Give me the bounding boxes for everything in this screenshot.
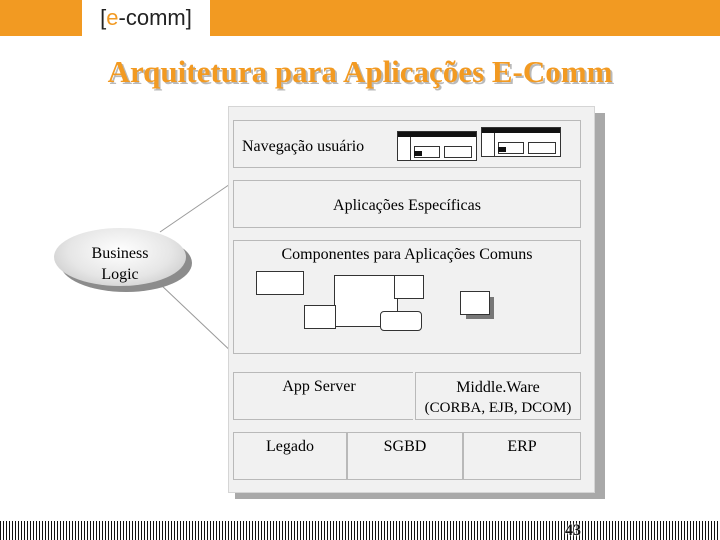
middleware-label: Middle.Ware (456, 379, 540, 396)
middleware-layer: Middle.Ware (CORBA, EJB, DCOM) (415, 372, 581, 420)
component-box (256, 271, 304, 295)
middleware-detail: (CORBA, EJB, DCOM) (424, 400, 572, 416)
logo-bracket-open: [ (100, 5, 107, 30)
logo-text: -comm (118, 5, 186, 30)
footer-barcode-strip (0, 521, 720, 540)
business-logic-line2: Logic (101, 266, 139, 283)
business-logic-line1: Business (91, 245, 149, 262)
logo: [e-comm] (82, 0, 210, 36)
app-server-label: App Server (282, 378, 356, 395)
component-box (460, 291, 490, 315)
logo-e: e (106, 5, 119, 30)
legacy-label: Legado (266, 438, 314, 455)
header-accent-left (0, 0, 82, 36)
page-number: 43 (565, 522, 581, 539)
component-box (380, 311, 422, 331)
navigation-layer: Navegação usuário (233, 120, 581, 168)
window-icon (397, 131, 477, 161)
business-logic-label: Business Logic (54, 243, 186, 285)
app-server-layer: App Server (233, 372, 413, 420)
dbms-layer: SGBD (347, 432, 463, 480)
window-icon (481, 127, 561, 157)
specific-apps-label: Aplicações Específicas (333, 197, 481, 214)
dbms-label: SGBD (383, 438, 427, 455)
erp-layer: ERP (463, 432, 581, 480)
specific-apps-layer: Aplicações Específicas (233, 180, 581, 228)
slide-title: Arquitetura para Aplicações E-Comm (107, 54, 613, 89)
business-logic-ellipse (54, 228, 186, 286)
logo-bracket-close: ] (185, 5, 192, 30)
component-box (304, 305, 336, 329)
header-accent-right (210, 0, 720, 36)
common-components-layer: Componentes para Aplicações Comuns (233, 240, 581, 354)
legacy-layer: Legado (233, 432, 347, 480)
navigation-label: Navegação usuário (242, 138, 365, 155)
common-components-label: Componentes para Aplicações Comuns (281, 246, 533, 263)
architecture-panel: Navegação usuário Aplicações Específicas… (228, 106, 595, 493)
erp-label: ERP (507, 438, 537, 455)
component-box (394, 275, 424, 299)
